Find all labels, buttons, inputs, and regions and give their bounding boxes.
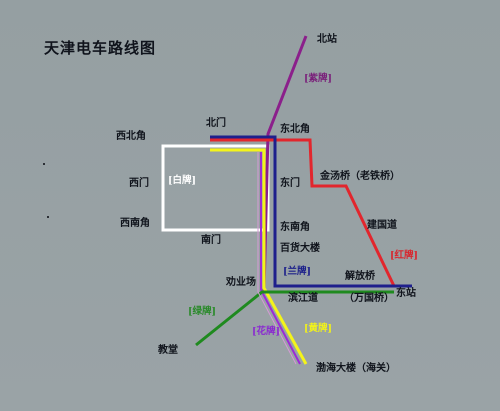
route-line-baipai <box>161 144 270 232</box>
station-quanyechang: 劝业场 <box>226 277 256 288</box>
route-line-lupai <box>195 290 394 347</box>
station-wanguoqiao: （万国桥） <box>344 293 394 304</box>
station-xinanjiao: 西南角 <box>120 218 150 229</box>
line-tag-lanpai: [兰牌] <box>283 266 311 277</box>
station-jiaotang: 教堂 <box>158 345 178 356</box>
station-dongnanjiao: 东南角 <box>280 222 310 233</box>
station-ximen: 西门 <box>129 178 149 189</box>
route-line-hongpai <box>210 138 412 288</box>
route-line-huapai <box>260 152 301 365</box>
line-tag-zipai: [紫牌] <box>304 73 332 84</box>
line-tag-huapai: [花牌] <box>252 326 280 337</box>
station-baihuodalou: 百货大楼 <box>280 243 320 254</box>
station-dongzhan: 东站 <box>396 288 416 299</box>
station-jintangqiao: 金汤桥（老铁桥） <box>320 171 400 182</box>
line-tag-lupai: [绿牌] <box>188 306 216 317</box>
station-dongbeijiao: 东北角 <box>280 124 310 135</box>
map-title: 天津电车路线图 <box>44 39 157 57</box>
station-dongmen: 东门 <box>280 178 300 189</box>
station-beizhan: 北站 <box>317 34 337 45</box>
line-tag-hongpai: [红牌] <box>390 250 418 261</box>
station-nanmen: 南门 <box>201 235 221 246</box>
station-beimen: 北门 <box>206 118 226 129</box>
stray-dot <box>43 163 45 165</box>
station-bohaidalou: 渤海大楼（海关） <box>316 363 396 374</box>
station-jiefangqiao: 解放桥 <box>345 271 375 282</box>
stray-dot <box>47 216 49 218</box>
line-tag-baipai: [白牌] <box>168 175 196 186</box>
station-xibeijiao: 西北角 <box>116 131 146 142</box>
route-line-huangpai <box>210 148 308 365</box>
route-line-thin <box>257 152 297 365</box>
station-binjiangdao: 滨江道 <box>288 293 318 304</box>
line-tag-huangpai: [黄牌] <box>304 323 332 334</box>
station-jianguodao: 建国道 <box>367 220 397 231</box>
route-line-lanpai <box>210 135 412 288</box>
